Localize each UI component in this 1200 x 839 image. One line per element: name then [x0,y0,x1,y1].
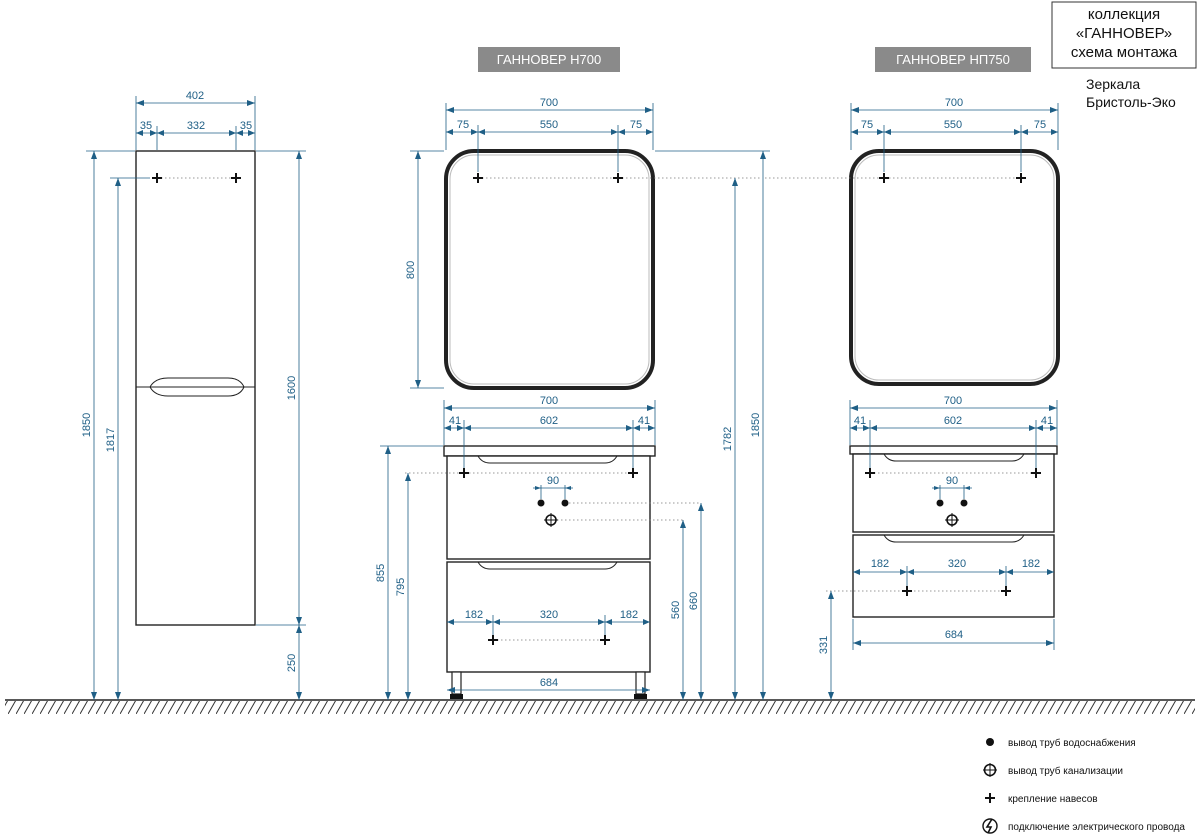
mount-cross-icon [152,173,162,183]
mirror-np750-offset-right-label: 75 [1034,119,1046,131]
vanity-np750-mount-left-label: 182 [871,558,889,570]
vanity-h700-pipe-spacing-label: 90 [547,475,559,487]
vanity-h700-basin-span-label: 602 [540,415,558,427]
legend-mount-label: крепление навесов [1008,794,1098,805]
vanity-h700-body-width-label: 684 [540,677,558,689]
pencil-mount-height-label: 1817 [105,428,117,452]
sewer-outlet-icon [945,513,959,527]
sewer-outlet-icon [544,513,558,527]
vanity-np750-body-width-label: 684 [945,629,963,641]
mount-cross-icon [879,173,889,183]
legend-sewer-label: вывод труб канализации [1008,765,1123,777]
mirror-np750-mount-span-label: 550 [944,119,962,131]
vanity-np750-top-width-label: 700 [944,395,962,407]
pencil-floor-gap-label: 250 [286,654,298,672]
vanity-h700-overhang-right-label: 41 [638,415,650,427]
water-supply-icon [960,499,968,507]
mount-cross-icon [1031,468,1041,478]
vanity-np750-bottom-height-label: 331 [818,636,830,654]
pencil-offset-right-label: 35 [240,120,252,132]
mount-cross-icon [600,635,610,645]
mount-cross-icon [473,173,483,183]
mirror-h700: 700 75 550 75 800 [405,97,760,390]
mount-cross-icon [231,173,241,183]
water-supply-icon [537,499,545,507]
vanity-np750-pipe-spacing-label: 90 [946,475,958,487]
vanity-h700-mirror-mount-height-label: 1782 [722,427,734,451]
water-supply-icon [986,738,994,746]
mirror-np750-offset-left-label: 75 [861,119,873,131]
mount-cross-icon [459,468,469,478]
vanity-np750: 700 41 602 41 90 182 320 182 684 331 [818,395,1058,700]
water-supply-icon [561,499,569,507]
mirrors-note-line1: Зеркала [1086,76,1140,92]
pencil-case-handle [149,377,245,397]
vanity-np750-basin-span-label: 602 [944,415,962,427]
pencil-width-label: 402 [186,90,204,102]
vanity-h700-mount-left-label: 182 [465,609,483,621]
vanity-h700-overall-height-label: 1850 [750,413,762,437]
collection-box: коллекция «ГАННОВЕР» схема монтажа [1051,1,1197,69]
vanity-h700-top-width-label: 700 [540,395,558,407]
mirror-h700-offset-left-label: 75 [457,119,469,131]
pencil-offset-left-label: 35 [140,120,152,132]
mirror-h700-offset-right-label: 75 [630,119,642,131]
legend-water-supply-label: вывод труб водоснабжения [1008,737,1136,749]
tag-h700-label: ГАННОВЕР Н700 [497,52,601,67]
mount-cross-icon [628,468,638,478]
vanity-h700-supply-height-label: 660 [688,592,700,610]
mirror-np750-width-label: 700 [945,97,963,109]
pencil-case: 402 35 332 35 1850 1817 1600 250 [81,90,306,700]
collection-box-line1: коллекция [1088,6,1160,23]
collection-box-line3: схема монтажа [1071,44,1178,61]
electric-icon [982,818,998,834]
mount-cross-icon [985,793,995,803]
vanity-np750-mount-right-label: 182 [1022,558,1040,570]
floor [5,699,1195,714]
tag-h700: ГАННОВЕР Н700 [478,47,620,72]
legend: вывод труб водоснабжения вывод труб кана… [982,737,1185,834]
mount-cross-icon [865,468,875,478]
vanity-h700-drain-height-label: 560 [670,601,682,619]
vanity-h700-overhang-left-label: 41 [449,415,461,427]
mount-cross-icon [488,635,498,645]
pencil-mount-span-label: 332 [187,120,205,132]
mount-cross-icon [1001,586,1011,596]
vanity-h700-height-mount-label: 795 [395,578,407,596]
mirror-h700-width-label: 700 [540,97,558,109]
vanity-h700-mount-right-label: 182 [620,609,638,621]
pencil-case-body [135,150,256,626]
vanity-h700-height-top-label: 855 [375,564,387,582]
tag-np750-label: ГАННОВЕР НП750 [896,52,1010,67]
mirror-h700-height-label: 800 [405,261,417,279]
pencil-body-height-label: 1600 [286,376,298,400]
mount-cross-icon [1016,173,1026,183]
vanity-np750-overhang-left-label: 41 [854,415,866,427]
vanity-np750-overhang-right-label: 41 [1041,415,1053,427]
vanity-h700-mount-span-label: 320 [540,609,558,621]
pencil-height-label: 1850 [81,413,93,437]
mirrors-note-line2: Бристоль-Эко [1086,94,1176,110]
tag-np750: ГАННОВЕР НП750 [875,47,1031,72]
mount-cross-icon [902,586,912,596]
mount-cross-icon [613,173,623,183]
mirror-h700-mount-span-label: 550 [540,119,558,131]
mirror-np750: 700 75 550 75 [765,97,1060,386]
water-supply-icon [936,499,944,507]
collection-box-line2: «ГАННОВЕР» [1076,25,1172,42]
sewer-outlet-icon [983,763,997,777]
vanity-np750-mount-span-label: 320 [948,558,966,570]
legend-electric-label: подключение электрического провода [1008,822,1185,833]
vanity-h700: 700 41 602 41 90 182 320 182 684 855 795 [375,150,770,700]
